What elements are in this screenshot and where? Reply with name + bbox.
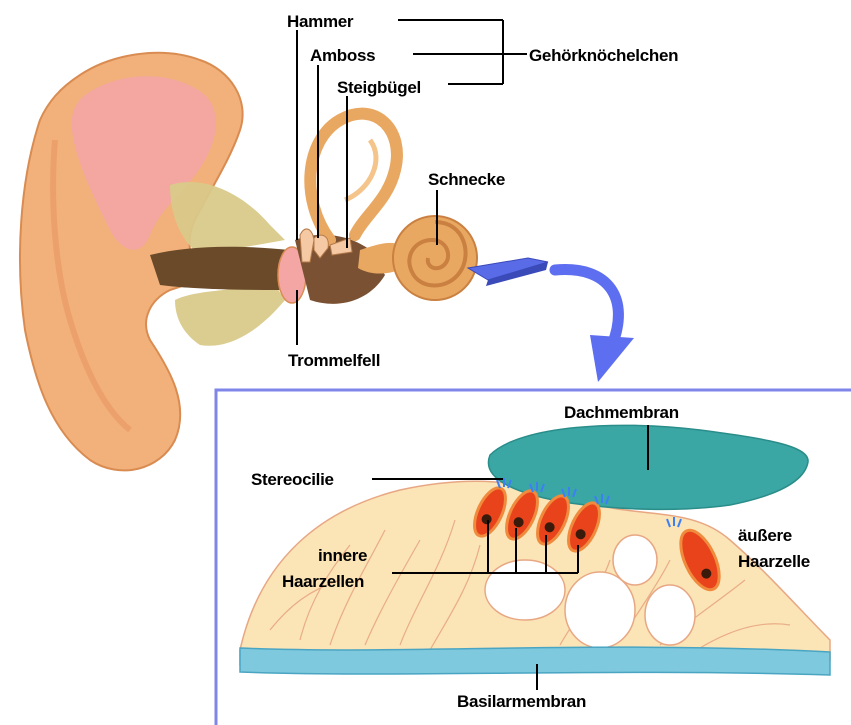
tissue-space-1 xyxy=(485,560,565,620)
label-innere-haarzellen-line1: innere xyxy=(318,546,367,565)
bone-tissue-lower xyxy=(175,285,285,346)
label-innere-haarzellen-line2: Haarzellen xyxy=(282,572,364,591)
tissue-space-3 xyxy=(645,585,695,645)
outer-ear xyxy=(20,53,306,471)
label-steigbuegel: Steigbügel xyxy=(337,78,421,97)
label-hammer: Hammer xyxy=(287,12,354,31)
label-stereocilie: Stereocilie xyxy=(251,470,334,489)
tissue-space-2 xyxy=(565,572,635,648)
label-aeussere-haarzelle-line2: Haarzelle xyxy=(738,552,810,571)
label-schnecke: Schnecke xyxy=(428,170,505,189)
label-trommelfell: Trommelfell xyxy=(288,351,380,370)
middle-inner-ear xyxy=(295,114,548,304)
label-amboss: Amboss xyxy=(310,46,375,65)
cochlea xyxy=(393,216,477,300)
basilar-membrane xyxy=(240,647,830,675)
semicircular-canals xyxy=(310,114,397,240)
zoom-arrow xyxy=(555,270,634,382)
label-basilarmembran: Basilarmembran xyxy=(457,692,586,711)
label-dachmembran: Dachmembran xyxy=(564,403,679,422)
label-gehoerknoechelchen: Gehörknöchelchen xyxy=(529,46,678,65)
ear-canal xyxy=(150,247,295,290)
semicircular-canal-inner xyxy=(345,140,376,200)
tissue-space-4 xyxy=(613,535,657,585)
label-aeussere-haarzelle-line1: äußere xyxy=(738,526,792,545)
